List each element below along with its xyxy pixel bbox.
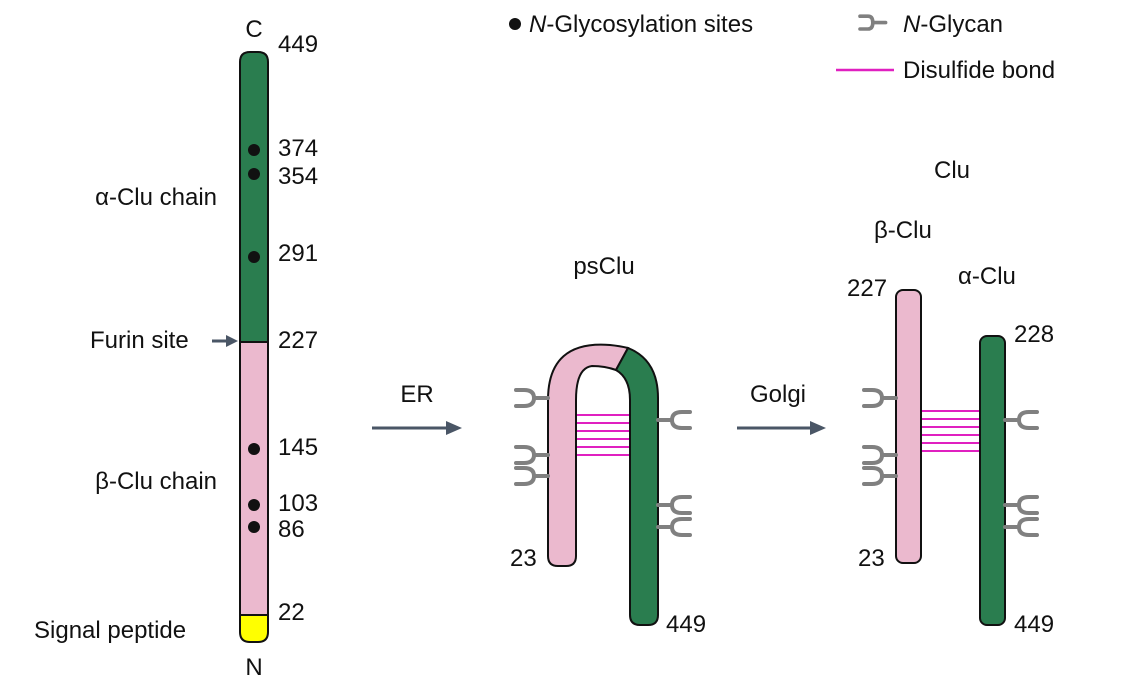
linear-precursor: C N 449 374 354 291 227 145 103 86 22 α-…	[34, 16, 318, 680]
clu-glycan-4-icon	[1003, 410, 1039, 430]
glyco-site-145-dot	[248, 443, 260, 455]
legend-disulfide-label: Disulfide bond	[903, 57, 1055, 84]
beta-chain-label: β-Clu chain	[95, 468, 217, 495]
legend-glycan-label: N-Glycan	[903, 11, 1003, 38]
pos-374-label: 374	[278, 135, 318, 162]
psclu-start-label: 23	[510, 545, 537, 572]
clu-beta-start-label: 23	[858, 545, 885, 572]
psclu-end-label: 449	[666, 611, 706, 638]
pos-22-label: 22	[278, 599, 305, 626]
golgi-label: Golgi	[750, 381, 806, 408]
psclu-glycan-6-icon	[656, 517, 692, 537]
psclu-glycan-5-icon	[656, 495, 692, 515]
glyco-site-103-dot	[248, 499, 260, 511]
clu-alpha-chain-bar	[979, 335, 1006, 626]
psclu-alpha-arm	[614, 346, 659, 626]
n-terminus-label: N	[245, 654, 262, 680]
clu-alpha-start-label: 228	[1014, 321, 1054, 348]
legend-glycan-icon	[858, 14, 888, 31]
clu-glycan-1-icon	[862, 388, 898, 408]
clu-beta-label: β-Clu	[874, 217, 932, 244]
legend-glyco-sites-label: N-Glycosylation sites	[529, 11, 753, 38]
glyco-site-291-dot	[248, 251, 260, 263]
clu-glycan-6-icon	[1003, 517, 1039, 537]
er-step: ER	[372, 381, 462, 435]
pos-103-label: 103	[278, 490, 318, 517]
clu-glycan-5-icon	[1003, 495, 1039, 515]
psclu-beta-arm	[547, 343, 630, 567]
clu-title: Clu	[934, 157, 970, 184]
pos-227-label: 227	[278, 327, 318, 354]
golgi-step: Golgi	[737, 381, 826, 435]
c-terminus-label: C	[245, 16, 262, 43]
psclu-glycan-4-icon	[656, 410, 692, 430]
legend-glyco-dot-icon	[509, 18, 521, 30]
clu-glycan-2-icon	[862, 445, 898, 465]
glyco-site-354-dot	[248, 168, 260, 180]
er-label: ER	[400, 381, 433, 408]
pos-354-label: 354	[278, 163, 318, 190]
clu-alpha-glycans	[1003, 410, 1039, 537]
psclu-structure: psClu 23 449	[510, 253, 706, 638]
golgi-arrow-icon	[737, 421, 826, 435]
psclu-glycan-3-icon	[514, 466, 550, 486]
furin-site-label: Furin site	[90, 327, 189, 354]
glyco-site-374-dot	[248, 144, 260, 156]
pos-86-label: 86	[278, 516, 305, 543]
psclu-alpha-glycans	[656, 410, 692, 537]
signal-peptide-label: Signal peptide	[34, 617, 186, 644]
psclu-glycan-1-icon	[514, 388, 550, 408]
glyco-site-86-dot	[248, 521, 260, 533]
psclu-title: psClu	[573, 253, 634, 280]
pos-291-label: 291	[278, 240, 318, 267]
legend: N-Glycosylation sites N-Glycan Disulfide…	[509, 11, 1055, 84]
clu-alpha-end-label: 449	[1014, 611, 1054, 638]
furin-arrow-icon	[212, 335, 238, 347]
clu-structure: Clu β-Clu α-Clu 227 23 228 449	[847, 157, 1054, 638]
clu-beta-chain-bar	[895, 289, 922, 564]
er-arrow-icon	[372, 421, 462, 435]
signal-peptide-bar	[239, 614, 269, 643]
pos-449-label: 449	[278, 31, 318, 58]
clu-beta-end-label: 227	[847, 275, 887, 302]
psclu-beta-glycans	[514, 388, 550, 486]
alpha-chain-label: α-Clu chain	[95, 184, 217, 211]
pos-145-label: 145	[278, 434, 318, 461]
psclu-glycan-2-icon	[514, 445, 550, 465]
clu-beta-glycans	[862, 388, 898, 486]
beta-chain-bar	[239, 341, 269, 616]
alpha-chain-bar	[239, 51, 269, 343]
psclu-disulfide-bonds	[577, 414, 629, 456]
clu-alpha-label: α-Clu	[958, 263, 1016, 290]
clu-disulfide-bonds	[922, 410, 979, 452]
clu-glycan-3-icon	[862, 466, 898, 486]
